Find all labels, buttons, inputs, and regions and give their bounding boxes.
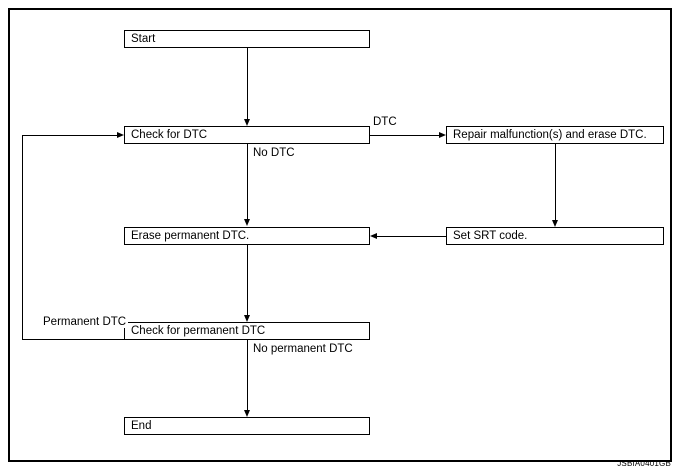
edge-set-srt-to-erase-permanent-arrowhead: [370, 232, 377, 239]
node-check-for-dtc: Check for DTC: [124, 126, 370, 144]
edge-permanent-loop-left-line: [22, 135, 23, 340]
edge-check-dtc-to-erase-permanent-line: [247, 144, 248, 223]
edge-label-no-dtc: No DTC: [253, 147, 295, 159]
node-repair-malfunction: Repair malfunction(s) and erase DTC.: [446, 126, 664, 144]
edge-label-dtc: DTC: [373, 116, 397, 128]
node-erase-permanent-dtc: Erase permanent DTC.: [124, 227, 370, 245]
edge-repair-to-set-srt-arrowhead: [552, 220, 558, 227]
edge-check-permanent-to-end-arrowhead: [244, 410, 250, 417]
edge-start-to-check-dtc-line: [247, 48, 248, 123]
edge-check-dtc-to-repair-arrowhead: [439, 131, 446, 138]
edge-erase-permanent-to-check-permanent-arrowhead: [244, 315, 250, 322]
edge-label-permanent-dtc: Permanent DTC: [41, 316, 129, 328]
edge-permanent-loop-arrowhead: [117, 131, 124, 138]
edge-permanent-loop-top-line: [22, 135, 118, 136]
edge-set-srt-to-erase-permanent-line: [373, 236, 446, 237]
edge-erase-permanent-to-check-permanent-line: [247, 245, 248, 319]
edge-permanent-loop-bottom-line: [22, 339, 124, 340]
figure-reference-code: JSBIA0401GB: [617, 459, 671, 468]
edge-check-dtc-to-erase-permanent-arrowhead: [244, 219, 250, 226]
node-end: End: [124, 417, 370, 435]
edge-repair-to-set-srt-line: [555, 144, 556, 224]
node-set-srt-code: Set SRT code.: [446, 227, 664, 245]
figure-frame: [8, 8, 672, 462]
edge-label-no-permanent-dtc: No permanent DTC: [253, 343, 353, 355]
edge-start-to-check-dtc-arrowhead: [244, 119, 250, 126]
edge-check-permanent-to-end-line: [247, 340, 248, 414]
edge-check-dtc-to-repair-line: [370, 135, 440, 136]
node-start: Start: [124, 30, 370, 48]
node-check-for-permanent-dtc: Check for permanent DTC: [124, 322, 370, 340]
